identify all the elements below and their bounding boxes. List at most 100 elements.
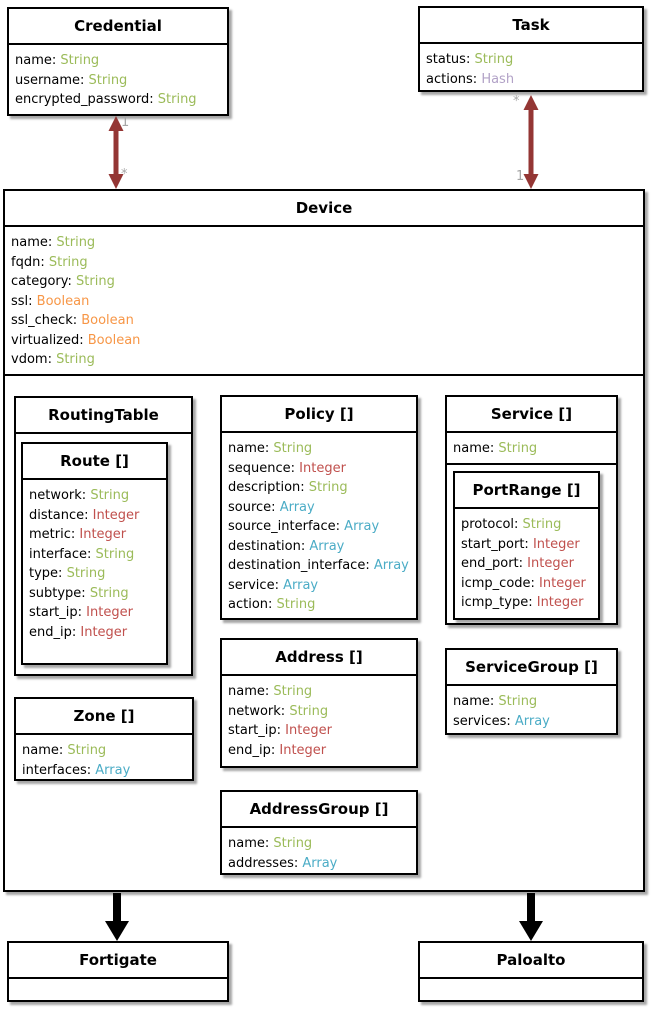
- attribute-type: Integer: [92, 507, 140, 523]
- attribute-name: vdom:: [11, 352, 57, 367]
- attribute-type: String: [498, 441, 538, 456]
- attribute-type: String: [157, 92, 197, 107]
- class-address-title: Address []: [222, 640, 416, 676]
- attribute-type: String: [276, 597, 316, 612]
- attribute-type: Array: [344, 519, 380, 534]
- attribute-type: Array: [302, 855, 338, 871]
- attribute-type: String: [88, 72, 128, 88]
- attribute-name: start_ip:: [29, 605, 87, 620]
- class-task-title: Task: [420, 8, 642, 44]
- attribute-name: icmp_type:: [461, 595, 537, 610]
- attribute-name: name:: [453, 441, 499, 456]
- attribute-type: String: [56, 352, 95, 367]
- attribute-row: destination: Array: [228, 537, 411, 557]
- attribute-name: service:: [228, 577, 284, 593]
- attribute-row: description: String: [228, 478, 411, 498]
- attribute-name: start_port:: [461, 536, 533, 552]
- attribute-name: protocol:: [461, 517, 523, 532]
- attribute-name: end_ip:: [228, 742, 280, 758]
- attribute-name: name:: [228, 684, 274, 699]
- attribute-type: Integer: [80, 624, 128, 640]
- attribute-type: String: [60, 53, 100, 68]
- attribute-type: String: [474, 52, 514, 67]
- attribute-type: String: [522, 517, 562, 532]
- attribute-row: ssl: Boolean: [11, 292, 638, 312]
- attribute-name: fqdn:: [11, 254, 49, 270]
- multiplicity-device-end-of-task: 1: [516, 169, 525, 184]
- attribute-name: source_interface:: [228, 519, 345, 534]
- multiplicity-device-end-of-credential: *: [121, 167, 128, 182]
- attribute-row: name: String: [228, 682, 411, 702]
- class-address-group-title: AddressGroup []: [222, 792, 416, 828]
- attribute-type: String: [273, 684, 313, 699]
- class-fortigate-title: Fortigate: [9, 943, 227, 979]
- attribute-type: Array: [283, 577, 319, 593]
- attribute-type: Array: [373, 558, 409, 573]
- attribute-name: name:: [228, 836, 274, 851]
- attribute-row: metric: Integer: [29, 525, 161, 545]
- attribute-row: name: String: [22, 741, 187, 761]
- attribute-name: interfaces:: [22, 762, 96, 778]
- attribute-row: start_port: Integer: [461, 535, 593, 555]
- attribute-row: end_port: Integer: [461, 554, 593, 574]
- attribute-type: Hash: [481, 71, 515, 87]
- attribute-row: interfaces: Array: [22, 761, 187, 781]
- attribute-row: start_ip: Integer: [228, 721, 411, 741]
- attribute-name: start_ip:: [228, 723, 286, 738]
- attribute-type: Integer: [536, 595, 584, 610]
- attribute-name: encrypted_password:: [15, 92, 158, 107]
- attribute-type: Integer: [532, 536, 580, 552]
- attribute-type: Integer: [86, 605, 133, 620]
- attribute-row: username: String: [15, 71, 222, 91]
- class-device-title: Device: [5, 191, 643, 227]
- attribute-row: service: Array: [228, 576, 411, 596]
- attribute-row: virtualized: Boolean: [11, 331, 638, 351]
- attribute-row: name: String: [15, 51, 222, 71]
- attribute-row: category: String: [11, 272, 638, 292]
- inheritance-device-paloalto-arrow: [519, 893, 543, 941]
- attribute-name: network:: [228, 703, 290, 719]
- attribute-type: Boolean: [36, 293, 90, 309]
- attribute-row: name: String: [453, 439, 611, 459]
- attribute-type: String: [95, 546, 135, 562]
- attribute-row: interface: String: [29, 545, 161, 565]
- class-paloalto-title: Paloalto: [420, 943, 642, 979]
- attribute-type: Integer: [279, 742, 327, 758]
- attribute-type: String: [308, 480, 348, 495]
- attribute-row: name: String: [11, 233, 638, 253]
- attribute-row: protocol: String: [461, 515, 593, 535]
- attribute-row: start_ip: Integer: [29, 603, 161, 623]
- attribute-row: action: String: [228, 595, 411, 615]
- attribute-type: Integer: [527, 556, 574, 571]
- class-fortigate-attributes: [9, 979, 227, 989]
- multiplicity-credential-end: 1: [121, 115, 130, 130]
- attribute-type: String: [273, 441, 313, 456]
- attribute-name: icmp_code:: [461, 575, 540, 591]
- attribute-type: String: [289, 703, 329, 719]
- attribute-type: Array: [95, 762, 131, 778]
- attribute-row: end_ip: Integer: [228, 741, 411, 761]
- attribute-row: distance: Integer: [29, 506, 161, 526]
- attribute-name: name:: [453, 694, 499, 709]
- attribute-name: destination_interface:: [228, 558, 374, 573]
- attribute-name: network:: [29, 488, 91, 503]
- attribute-name: services:: [453, 713, 515, 729]
- attribute-name: virtualized:: [11, 332, 88, 348]
- attribute-row: ssl_check: Boolean: [11, 311, 638, 331]
- attribute-name: name:: [15, 53, 61, 68]
- attribute-type: Integer: [285, 723, 332, 738]
- attribute-name: metric:: [29, 527, 80, 542]
- attribute-name: interface:: [29, 546, 96, 562]
